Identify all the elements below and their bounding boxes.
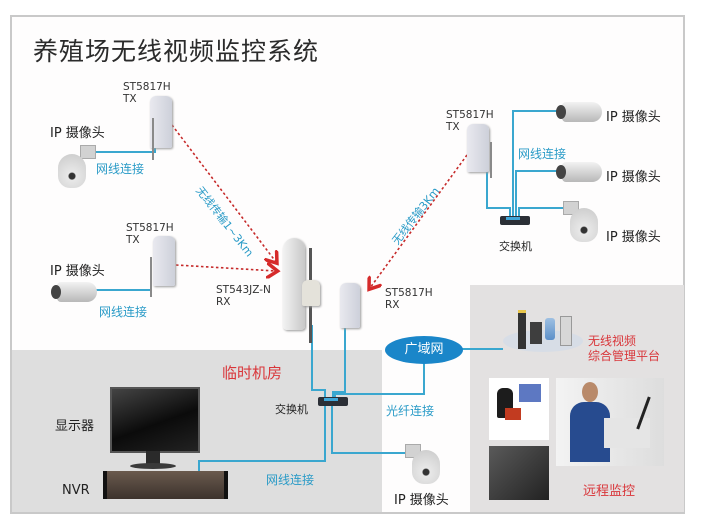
network-switch-icon[interactable] — [318, 397, 348, 406]
wireless-ap-icon[interactable] — [150, 96, 172, 148]
ip-camera-dome-icon[interactable] — [570, 208, 598, 242]
fiber-label: 光纤连接 — [386, 404, 435, 418]
network-switch-icon[interactable] — [500, 216, 530, 225]
cable-cam1 — [94, 140, 156, 153]
right-camera-label-2: IP 摄像头 — [606, 170, 661, 185]
wireless-link-2 — [175, 265, 276, 271]
wireless-ap-icon[interactable] — [467, 124, 489, 172]
server-box-icon — [530, 322, 542, 344]
room-title: 临时机房 — [222, 364, 283, 382]
switch-label-right: 交换机 — [499, 240, 532, 253]
right-camera-label-1: IP 摄像头 — [606, 110, 661, 125]
cable-right-cam2 — [515, 170, 560, 216]
ip-camera-bullet-icon[interactable] — [556, 162, 602, 182]
camera-mount-1 — [80, 145, 96, 159]
ap-model-3: ST5817H TX — [446, 109, 494, 133]
wireless-ap-icon[interactable] — [340, 283, 360, 328]
platform-label-line1: 无线视频 — [588, 334, 637, 348]
cable-label-2: 网线连接 — [99, 305, 148, 319]
platform-label-line2: 综合管理平台 — [588, 349, 661, 363]
ip-camera-bullet-icon[interactable] — [51, 282, 97, 302]
wireless-link-1 — [171, 124, 276, 262]
monitor-label: 显示器 — [55, 419, 95, 434]
ap-pole-2 — [150, 257, 152, 297]
room-camera-label: IP 摄像头 — [394, 493, 449, 508]
cable-label-3: 网线连接 — [518, 147, 567, 161]
sector-antenna-icon[interactable] — [283, 238, 305, 330]
ip-camera-dome-icon[interactable] — [412, 450, 440, 484]
rx-ap-model: ST5817H RX — [385, 287, 433, 311]
laptop-user-photo-icon — [556, 378, 664, 466]
room-switch-label: 交换机 — [275, 403, 308, 416]
ip-camera-bullet-icon[interactable] — [556, 102, 602, 122]
room-cable-label: 网线连接 — [266, 473, 315, 487]
cable-right-cam3 — [518, 207, 564, 216]
remote-user-photo-icon — [489, 378, 549, 440]
wireless-ap-icon[interactable] — [153, 236, 175, 286]
ap-model-2: ST5817H TX — [126, 222, 174, 246]
ap-pole-3 — [490, 142, 492, 178]
sector-antenna-model: ST543JZ-N RX — [216, 284, 271, 308]
nvr-label: NVR — [62, 483, 90, 498]
nvr-icon[interactable] — [103, 471, 228, 499]
fiber-wan — [334, 360, 425, 398]
sector-radio-unit — [302, 280, 320, 306]
ap-pole-1 — [152, 118, 154, 160]
smartphone-photo-icon — [489, 446, 549, 500]
cable-sector — [311, 325, 326, 398]
diagram-title: 养殖场无线视频监控系统 — [33, 37, 320, 66]
right-camera-label-3: IP 摄像头 — [606, 230, 661, 245]
monitor-icon[interactable] — [110, 387, 200, 453]
cable-room-cam — [331, 406, 406, 454]
ap-model-1: ST5817H TX — [123, 81, 171, 105]
remote-monitoring-label: 远程监控 — [583, 484, 636, 499]
server-rack-icon — [560, 316, 572, 346]
monitor-base — [130, 463, 176, 469]
wan-bubble[interactable]: 广域网 — [385, 336, 463, 364]
database-icon — [545, 318, 555, 340]
camera-label-1: IP 摄像头 — [50, 126, 105, 141]
ip-camera-dome-icon[interactable] — [58, 154, 86, 188]
cable-right-cam1 — [512, 110, 560, 216]
server-cluster-icon[interactable] — [518, 310, 526, 349]
monitor-stand — [146, 451, 160, 465]
camera-label-2: IP 摄像头 — [50, 264, 105, 279]
cable-label-1: 网线连接 — [96, 162, 145, 176]
cable-right-ap — [486, 160, 511, 216]
cable-rx — [332, 325, 346, 398]
wireless-link-3 — [370, 154, 468, 288]
